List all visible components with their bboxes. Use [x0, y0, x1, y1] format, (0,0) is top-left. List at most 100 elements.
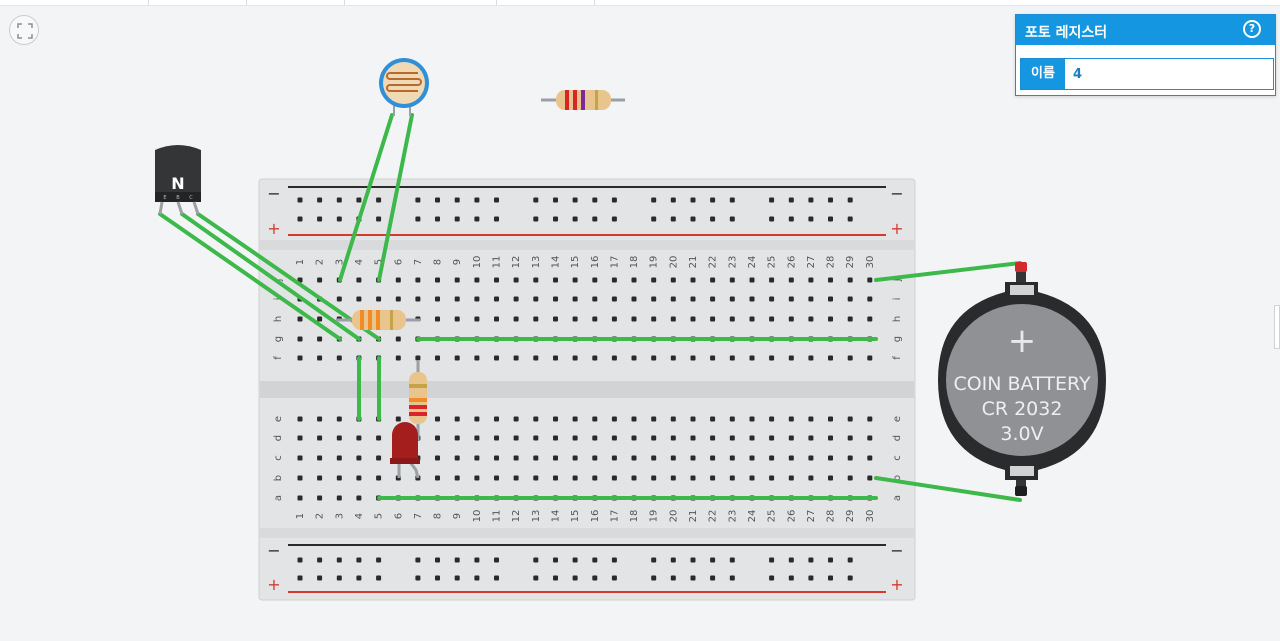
photoresistor[interactable] [379, 58, 429, 116]
breadboard-hole[interactable] [867, 316, 873, 322]
breadboard-hole[interactable] [297, 435, 303, 441]
breadboard-hole[interactable] [651, 296, 657, 302]
breadboard-hole[interactable] [729, 416, 735, 422]
breadboard-hole[interactable] [376, 296, 382, 302]
breadboard-hole[interactable] [513, 455, 519, 461]
breadboard-hole[interactable] [533, 197, 539, 203]
breadboard-hole[interactable] [356, 475, 362, 481]
breadboard-hole[interactable] [749, 475, 755, 481]
wire[interactable] [180, 212, 361, 341]
breadboard-hole[interactable] [690, 216, 696, 222]
breadboard-hole[interactable] [670, 455, 676, 461]
breadboard-hole[interactable] [454, 455, 460, 461]
breadboard-hole[interactable] [611, 416, 617, 422]
breadboard-hole[interactable] [395, 296, 401, 302]
breadboard-hole[interactable] [494, 475, 499, 481]
breadboard-hole[interactable] [454, 416, 460, 422]
breadboard-hole[interactable] [808, 475, 814, 481]
breadboard-hole[interactable] [494, 296, 499, 302]
breadboard-hole[interactable] [356, 435, 362, 441]
breadboard-hole[interactable] [356, 557, 362, 563]
breadboard-hole[interactable] [651, 416, 657, 422]
breadboard-hole[interactable] [454, 355, 460, 361]
breadboard-hole[interactable] [729, 277, 735, 283]
breadboard-hole[interactable] [533, 575, 539, 581]
breadboard-hole[interactable] [415, 355, 421, 361]
breadboard-hole[interactable] [435, 416, 440, 422]
breadboard-hole[interactable] [513, 355, 519, 361]
breadboard-hole[interactable] [474, 277, 480, 283]
breadboard-hole[interactable] [356, 575, 362, 581]
breadboard-hole[interactable] [336, 455, 342, 461]
breadboard-hole[interactable] [474, 575, 480, 581]
breadboard-hole[interactable] [317, 475, 323, 481]
breadboard-hole[interactable] [376, 475, 382, 481]
breadboard-hole[interactable] [297, 557, 303, 563]
breadboard-hole[interactable] [356, 197, 362, 203]
breadboard-hole[interactable] [611, 277, 617, 283]
breadboard-hole[interactable] [788, 416, 794, 422]
breadboard-hole[interactable] [788, 316, 794, 322]
breadboard-hole[interactable] [631, 277, 637, 283]
breadboard-hole[interactable] [631, 296, 637, 302]
breadboard-hole[interactable] [769, 355, 775, 361]
breadboard-hole[interactable] [710, 416, 716, 422]
breadboard-hole[interactable] [651, 575, 657, 581]
breadboard-hole[interactable] [690, 435, 696, 441]
breadboard-hole[interactable] [513, 296, 519, 302]
breadboard-hole[interactable] [297, 355, 303, 361]
breadboard-hole[interactable] [611, 216, 617, 222]
breadboard-hole[interactable] [631, 316, 637, 322]
breadboard-hole[interactable] [651, 455, 657, 461]
breadboard-hole[interactable] [788, 557, 794, 563]
breadboard-hole[interactable] [553, 575, 558, 581]
breadboard-hole[interactable] [435, 557, 440, 563]
breadboard-hole[interactable] [553, 277, 558, 283]
breadboard-hole[interactable] [435, 197, 440, 203]
breadboard-hole[interactable] [670, 416, 676, 422]
breadboard-hole[interactable] [710, 277, 716, 283]
breadboard-hole[interactable] [828, 416, 833, 422]
breadboard-hole[interactable] [572, 197, 578, 203]
breadboard-hole[interactable] [336, 416, 342, 422]
breadboard-hole[interactable] [572, 557, 578, 563]
breadboard-hole[interactable] [808, 277, 814, 283]
breadboard-hole[interactable] [494, 455, 499, 461]
breadboard-hole[interactable] [867, 355, 873, 361]
wire[interactable] [158, 212, 342, 341]
breadboard-hole[interactable] [592, 475, 598, 481]
breadboard-hole[interactable] [376, 557, 382, 563]
breadboard-hole[interactable] [297, 575, 303, 581]
breadboard-hole[interactable] [631, 455, 637, 461]
breadboard-hole[interactable] [592, 316, 598, 322]
breadboard-hole[interactable] [336, 355, 342, 361]
breadboard-hole[interactable] [808, 455, 814, 461]
breadboard-hole[interactable] [690, 296, 696, 302]
breadboard-hole[interactable] [376, 216, 382, 222]
breadboard-hole[interactable] [690, 557, 696, 563]
breadboard-hole[interactable] [670, 475, 676, 481]
breadboard-hole[interactable] [651, 355, 657, 361]
breadboard-hole[interactable] [769, 416, 775, 422]
breadboard-hole[interactable] [513, 475, 519, 481]
breadboard-hole[interactable] [376, 197, 382, 203]
breadboard-hole[interactable] [769, 557, 775, 563]
breadboard-hole[interactable] [828, 475, 833, 481]
breadboard-hole[interactable] [592, 416, 598, 422]
breadboard-hole[interactable] [769, 197, 775, 203]
resistor[interactable] [541, 90, 625, 110]
breadboard-hole[interactable] [690, 316, 696, 322]
wires[interactable] [158, 113, 1022, 502]
breadboard-hole[interactable] [847, 435, 853, 441]
breadboard-hole[interactable] [474, 316, 480, 322]
breadboard-hole[interactable] [454, 277, 460, 283]
breadboard-hole[interactable] [336, 557, 342, 563]
breadboard-hole[interactable] [729, 355, 735, 361]
breadboard-hole[interactable] [395, 355, 401, 361]
breadboard-hole[interactable] [729, 435, 735, 441]
breadboard-hole[interactable] [592, 277, 598, 283]
breadboard-hole[interactable] [533, 277, 539, 283]
breadboard-hole[interactable] [729, 455, 735, 461]
breadboard-hole[interactable] [317, 575, 323, 581]
breadboard-hole[interactable] [690, 455, 696, 461]
